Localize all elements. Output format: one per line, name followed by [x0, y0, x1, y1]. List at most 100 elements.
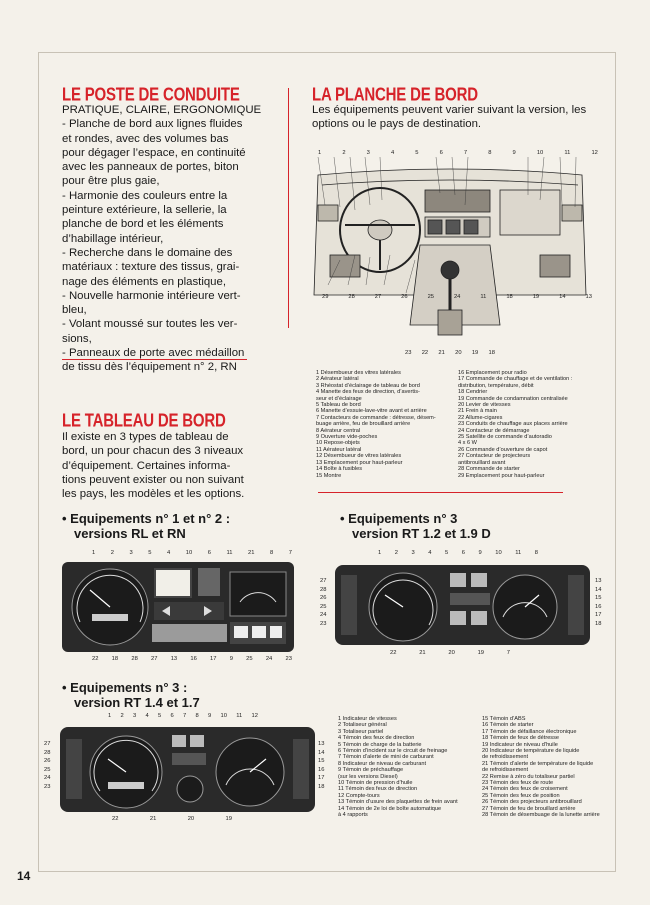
callout-number: 2	[110, 550, 114, 556]
legend-item: 5 Tableau de bord	[316, 402, 361, 409]
legend-item: 2 Totaliseur général	[338, 722, 387, 729]
callout-number: 11	[226, 550, 233, 556]
callout-number: 19	[532, 294, 540, 300]
text-line: avec les panneaux de portes, biton	[62, 161, 239, 174]
callout-number: 6	[170, 713, 174, 719]
callout-number: 25	[246, 656, 253, 662]
legend-item: 17 Commande de chauffage et de ventilati…	[458, 376, 573, 383]
callout-number: 18	[318, 783, 325, 790]
legend-item: 1 Indicateur de vitesses	[338, 716, 397, 722]
callout-number: 9	[512, 150, 516, 156]
callout-number: 7	[506, 650, 510, 656]
text-line: - Harmonie des couleurs entre la	[62, 189, 228, 202]
legend-item: 10 Témoin de pression d’huile	[338, 780, 413, 787]
callout-number: 8	[269, 550, 274, 556]
eq12-cluster	[62, 562, 294, 652]
callout-number: 3	[366, 150, 370, 156]
legend-item: 21 Témoin d’alerte de température de liq…	[482, 760, 594, 767]
page-frame	[38, 52, 616, 872]
callout-number: 4	[428, 550, 432, 556]
legend-item: 12 Compte-tours	[338, 792, 380, 799]
legend-item: 23 Témoin des feux de route	[482, 780, 554, 787]
callout-number: 14	[559, 294, 566, 300]
legend-item: 22 Allume-cigares	[458, 414, 503, 421]
text-line: pour être plus gaie,	[62, 175, 160, 188]
legend-item: 23 Conduits de chauffage aux places arri…	[458, 421, 568, 428]
eq3b-cluster	[60, 727, 315, 812]
legend-item: 2 Aérateur latéral	[316, 376, 359, 383]
callout-number: 24	[453, 294, 461, 300]
legend-item: 29 Emplacement pour haut-parleur	[458, 472, 545, 479]
callout-number: 23	[285, 656, 292, 662]
callout-number: 22	[92, 656, 99, 662]
legend-item: 16 Emplacement pour radio	[458, 370, 527, 376]
callout-number: 14	[595, 586, 602, 593]
text-line: d’équipement. Certaines informa-	[62, 459, 231, 472]
legend-item: 24 Témoin des feux de croisement	[482, 786, 568, 793]
callout-number: 17	[595, 612, 602, 619]
legend-item: de refroidissement	[482, 767, 529, 774]
planche-title: LA PLANCHE DE BORD	[312, 84, 478, 106]
callout-number: 28	[320, 586, 327, 593]
legend-item: 13 Emplacement pour haut-parleur	[316, 459, 403, 466]
text-line: matériaux : texture des tissus, grai-	[62, 261, 240, 274]
text-line: Il existe en 3 types de tableau de	[62, 431, 229, 443]
callout-number: 6	[439, 150, 443, 156]
callout-number: 8	[534, 550, 538, 556]
text-line: les pays, les modèles et les options.	[62, 488, 245, 501]
legend-item: 3 Rhéostat d’éclairage de tableau de bor…	[316, 382, 420, 389]
text-line: - Panneaux de porte avec médaillon	[62, 347, 245, 360]
text-line: bleu,	[62, 304, 87, 317]
callout-number: 13	[595, 578, 602, 584]
legend-item: 19 Indicateur de niveau d’huile	[482, 741, 558, 748]
callout-number: 5	[445, 550, 449, 556]
legend-item: 27 Témoin de feu de brouillard arrière	[482, 805, 576, 812]
callout-number: 17	[318, 775, 325, 782]
legend-item: 19 Commande de condamnation centralisée	[458, 395, 568, 402]
text-line: peinture extérieure, la sellerie, la	[62, 204, 227, 217]
callout-number: 29	[322, 294, 329, 300]
callout-number: 25	[427, 294, 435, 300]
callout-number: 8	[195, 713, 199, 719]
callout-number: 11	[480, 294, 487, 300]
legend-item: 25 Satellite de commande d’autoradio	[458, 434, 552, 441]
legend-item: 27 Contacteur de projecteurs	[458, 453, 531, 460]
legend-item: 4 Manette des feux de direction, d’avert…	[316, 389, 420, 396]
callout-number: 25	[320, 603, 327, 610]
callout-number: 27	[44, 741, 51, 747]
legend-item: 25 Témoin des feux de position	[482, 792, 560, 799]
callout-number: 3	[133, 713, 137, 719]
callout-number: 17	[210, 656, 217, 662]
legend-item: 21 Frein à main	[458, 408, 497, 415]
callout-number: 7	[288, 550, 292, 556]
callout-number: 18	[111, 656, 119, 662]
legend-item: 7 Contacteurs de commande : détresse, dé…	[316, 414, 436, 421]
callout-number: 26	[44, 758, 51, 765]
callout-number: 23	[44, 783, 51, 790]
callout-number: 9	[229, 656, 233, 662]
callout-number: 9	[208, 713, 212, 719]
callout-number: 27	[151, 656, 158, 662]
callout-number: 18	[488, 350, 495, 356]
planche-text: Les équipements peuvent varier suivant l…	[312, 103, 597, 132]
callout-number: 20	[187, 816, 195, 822]
callout-number: 20	[455, 350, 462, 356]
callout-number: 24	[320, 612, 327, 619]
legend-item: 18 Cendrier	[458, 389, 488, 396]
text-line: bord, un pour chacun des 3 niveaux	[62, 445, 244, 458]
callout-number: 16	[318, 766, 325, 773]
tableau-text: Il existe en 3 types de tableau de bord, …	[62, 430, 247, 501]
callout-number: 27	[374, 294, 382, 300]
legend-item: 8 Aérateur central	[316, 427, 361, 434]
callout-number: 15	[595, 595, 602, 602]
poste-title: LE POSTE DE CONDUITE	[62, 84, 240, 106]
callout-number: 19	[225, 816, 232, 822]
callout-number: 11	[564, 150, 571, 156]
